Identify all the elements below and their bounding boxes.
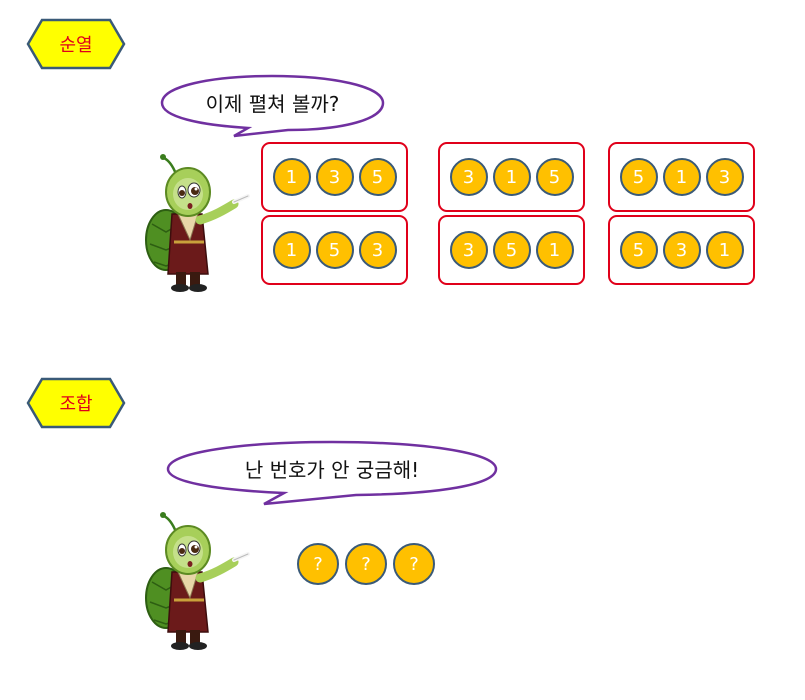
coin: 1 <box>662 158 701 196</box>
coin: 1 <box>705 231 744 269</box>
permutation-badge-label: 순열 <box>59 35 93 56</box>
permutation-group-5: 3 5 1 <box>438 215 585 285</box>
coin: 3 <box>315 158 354 196</box>
coin: 3 <box>358 231 397 269</box>
coin: 3 <box>662 231 701 269</box>
turtle-character-icon <box>145 154 250 292</box>
coin: 1 <box>272 158 311 196</box>
hexagon-badge-icon <box>26 377 126 429</box>
coin: 3 <box>705 158 744 196</box>
combination-badge-label: 조합 <box>59 394 93 415</box>
turtle-character-2 <box>138 510 250 652</box>
coin: 5 <box>492 231 531 269</box>
speech-bubble-icon <box>166 440 498 506</box>
permutation-group-4: 1 5 3 <box>261 215 408 285</box>
combination-coin-row: ? ? ? <box>297 543 435 585</box>
coin: 5 <box>535 158 574 196</box>
permutation-group-2: 3 1 5 <box>438 142 585 212</box>
permutation-group-6: 5 3 1 <box>608 215 755 285</box>
coin: ? <box>393 543 435 585</box>
permutation-bubble-text: 이제 펼쳐 볼까? <box>205 91 340 116</box>
turtle-character-1 <box>138 152 250 294</box>
combination-bubble-text: 난 번호가 안 궁금해! <box>244 457 420 482</box>
coin: 5 <box>358 158 397 196</box>
hexagon-badge-icon <box>26 18 126 70</box>
combination-speech-bubble: 난 번호가 안 궁금해! <box>166 440 498 506</box>
coin: 1 <box>272 231 311 269</box>
coin: 3 <box>449 158 488 196</box>
coin: ? <box>345 543 387 585</box>
turtle-character-icon <box>145 512 250 650</box>
coin: 5 <box>315 231 354 269</box>
permutation-badge: 순열 <box>26 18 126 70</box>
permutation-speech-bubble: 이제 펼쳐 볼까? <box>160 74 385 140</box>
permutation-group-1: 1 3 5 <box>261 142 408 212</box>
coin: 1 <box>492 158 531 196</box>
combination-badge: 조합 <box>26 377 126 429</box>
coin: 5 <box>619 158 658 196</box>
permutation-group-3: 5 1 3 <box>608 142 755 212</box>
coin: 1 <box>535 231 574 269</box>
coin: 5 <box>619 231 658 269</box>
coin: ? <box>297 543 339 585</box>
speech-bubble-icon <box>160 74 385 138</box>
coin: 3 <box>449 231 488 269</box>
